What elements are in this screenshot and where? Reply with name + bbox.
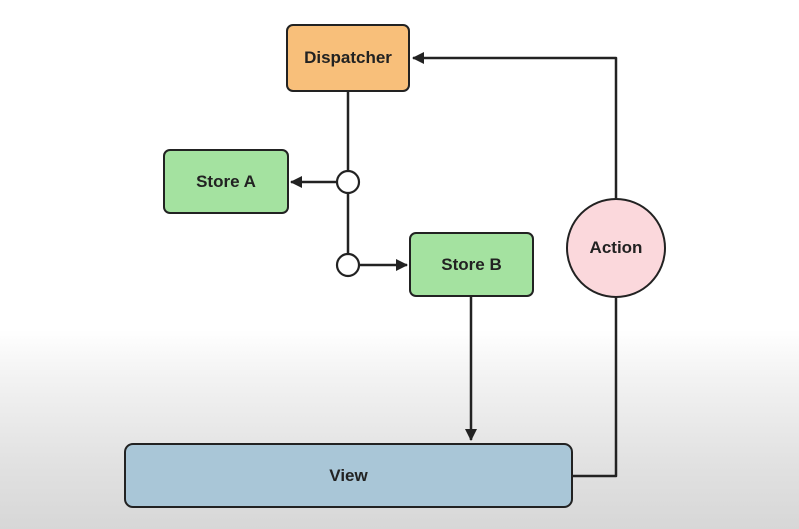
store-a-label: Store A xyxy=(196,171,256,191)
dispatcher-label: Dispatcher xyxy=(304,48,392,67)
view-node: View xyxy=(124,443,573,508)
action-label: Action xyxy=(589,238,643,257)
junction-store-a xyxy=(335,169,361,195)
store-b-label: Store B xyxy=(441,254,502,274)
edge-action-to-dispatcher xyxy=(412,52,618,198)
edge-view-to-action xyxy=(573,298,618,478)
action-node: Action xyxy=(566,198,666,298)
junction-store-b xyxy=(335,252,361,278)
view-label: View xyxy=(329,465,368,485)
store-b-node: Store B xyxy=(409,232,534,297)
dispatcher-node: Dispatcher xyxy=(286,24,410,92)
store-a-node: Store A xyxy=(163,149,289,214)
